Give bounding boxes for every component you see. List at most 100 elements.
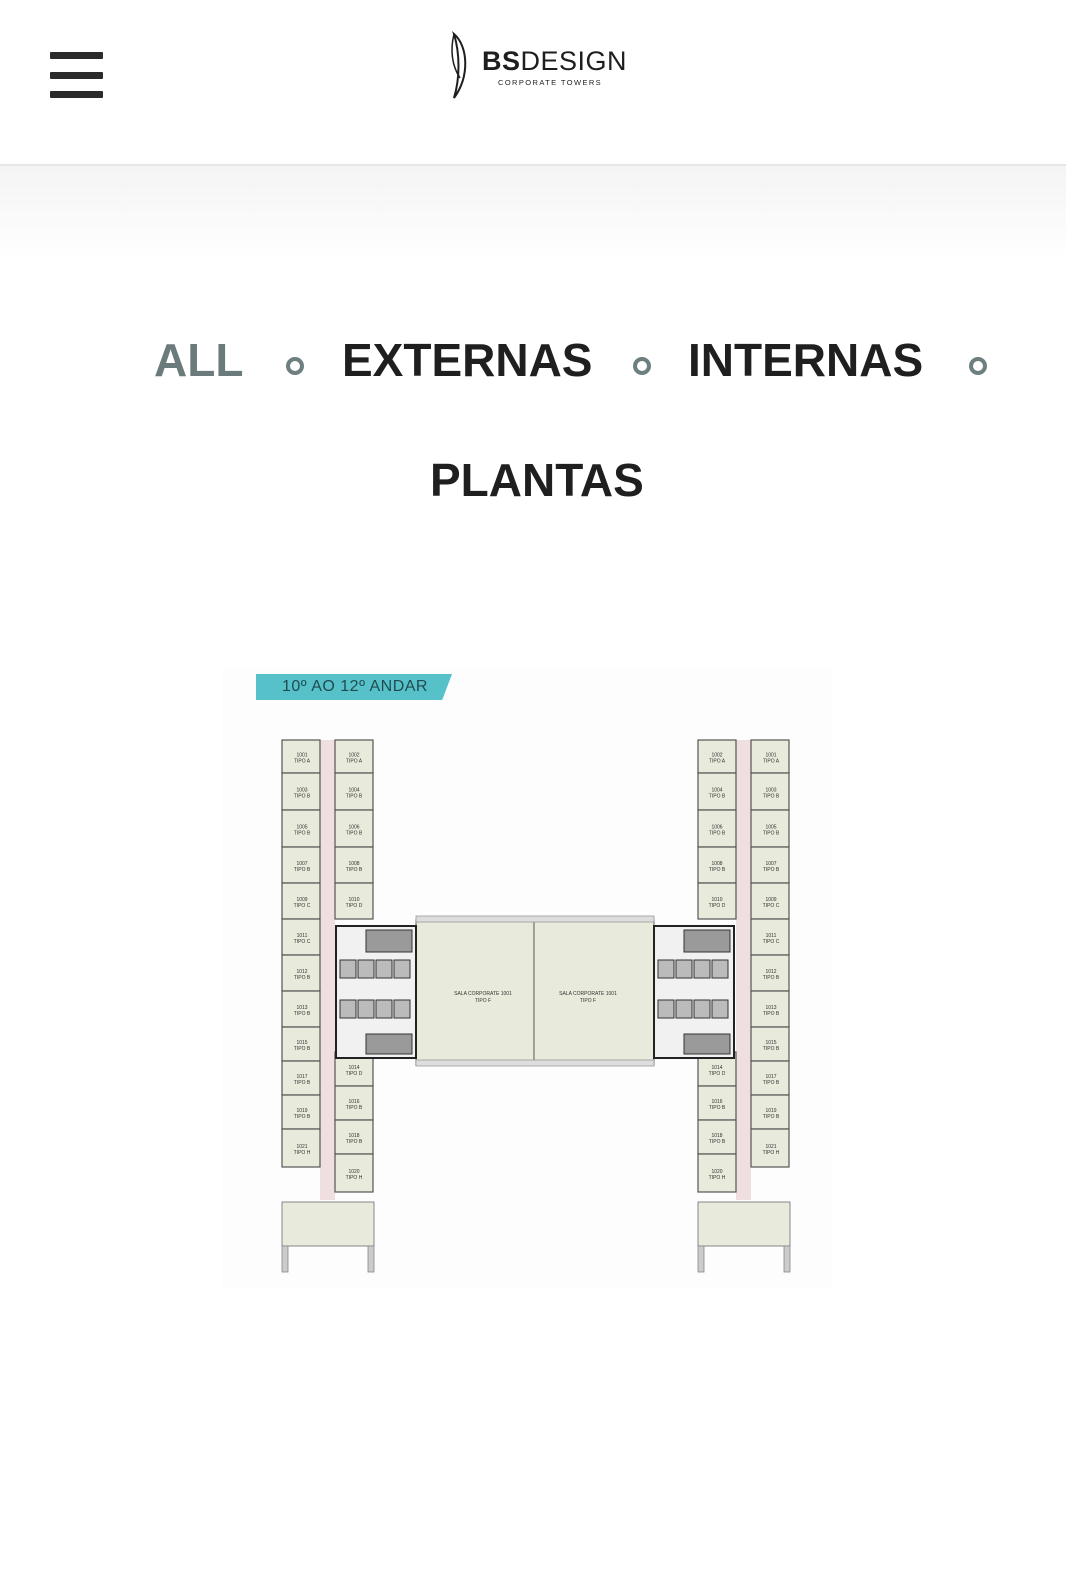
unit-type: TIPO D [709,1071,726,1077]
unit-number: 1021 [765,1144,776,1150]
unit-number: 1001 [296,753,307,759]
unit-room [750,809,790,848]
unit-number: 1013 [765,1005,776,1011]
unit-number: 1020 [348,1169,359,1175]
logo-wordmark: BSDESIGN [482,46,628,76]
unit-number: 1020 [711,1169,722,1175]
separator-dot [286,357,304,375]
terrace [697,1201,791,1247]
unit-number: 1001 [765,753,776,759]
unit-type: TIPO B [346,831,363,837]
unit-room [750,918,790,956]
elevator [339,959,357,979]
corporate-room-left [415,919,535,1066]
unit-number: 1017 [765,1074,776,1080]
unit-room [334,809,374,848]
unit-number: 1002 [348,753,359,759]
plan-wall [281,1245,289,1273]
corridor [736,740,751,1200]
elevator [675,999,693,1019]
unit-room [750,1094,790,1130]
unit-room [281,1094,321,1130]
elevator [675,959,693,979]
unit-type: TIPO C [763,903,780,909]
unit-type: TIPO B [346,1139,363,1145]
unit-number: 1016 [348,1099,359,1105]
site-header: BSDESIGN CORPORATE TOWERS [0,0,1066,166]
filter-plantas[interactable]: PLANTAS [430,454,644,506]
unit-type: TIPO B [763,794,780,800]
plan-wall [415,915,655,923]
unit-type: TIPO B [294,975,311,981]
unit-room [334,882,374,920]
unit-number: 1018 [711,1133,722,1139]
unit-room [281,1128,321,1168]
unit-room [334,1119,374,1155]
unit-number: 1008 [711,861,722,867]
plan-wall [415,1059,655,1067]
unit-number: 1008 [348,861,359,867]
unit-type: TIPO B [763,831,780,837]
unit-number: 1007 [765,861,776,867]
unit-type: TIPO B [709,867,726,873]
unit-type: TIPO B [346,794,363,800]
elevator [375,999,393,1019]
brand-logo[interactable]: BSDESIGN CORPORATE TOWERS [446,30,628,102]
unit-type: TIPO B [294,794,311,800]
unit-number: 1015 [765,1040,776,1046]
logo-tagline: CORPORATE TOWERS [498,78,603,87]
unit-number: 1004 [348,788,359,794]
unit-room [750,772,790,811]
unit-room [281,772,321,811]
unit-room [281,882,321,920]
floor-plan-label: 10º AO 12º ANDAR [256,674,452,700]
unit-room [697,1153,737,1193]
corporate-room-left-type: TIPO F [475,998,491,1004]
unit-number: 1019 [765,1108,776,1114]
unit-type: TIPO B [294,1011,311,1017]
unit-room [697,882,737,920]
filter-externas[interactable]: EXTERNAS [342,334,593,386]
unit-type: TIPO B [346,867,363,873]
unit-type: TIPO B [763,1114,780,1120]
unit-type: TIPO A [294,759,311,765]
filter-all[interactable]: ALL [154,334,244,386]
stair [683,1033,731,1055]
unit-type: TIPO H [294,1150,311,1156]
separator-dot [969,357,987,375]
unit-type: TIPO H [763,1150,780,1156]
elevator [393,959,411,979]
unit-type: TIPO B [709,831,726,837]
logo-leaf-icon [451,31,467,99]
unit-type: TIPO H [709,1175,726,1181]
unit-type: TIPO B [709,1139,726,1145]
elevator [711,959,729,979]
unit-number: 1012 [765,969,776,975]
unit-type: TIPO D [346,1071,363,1077]
hamburger-menu-icon[interactable] [50,52,103,98]
unit-room [281,990,321,1028]
unit-number: 1011 [766,933,777,939]
plan-wall [367,1245,375,1273]
unit-type: TIPO H [346,1175,363,1181]
unit-type: TIPO C [763,939,780,945]
unit-number: 1011 [297,933,308,939]
corporate-room-right-type: TIPO F [580,998,596,1004]
unit-type: TIPO B [763,975,780,981]
unit-room [334,846,374,884]
unit-number: 1021 [296,1144,307,1150]
unit-type: TIPO B [294,1046,311,1052]
unit-type: TIPO A [346,759,363,765]
unit-type: TIPO A [763,759,780,765]
unit-room [281,954,321,992]
terrace [281,1201,375,1247]
corridor [320,740,335,1200]
unit-room [697,809,737,848]
elevator [711,999,729,1019]
elevator [357,999,375,1019]
corporate-room-right-label: SALA CORPORATE 1001 [559,991,617,997]
elevator [339,999,357,1019]
filter-internas[interactable]: INTERNAS [688,334,924,386]
unit-type: TIPO B [294,1080,311,1086]
